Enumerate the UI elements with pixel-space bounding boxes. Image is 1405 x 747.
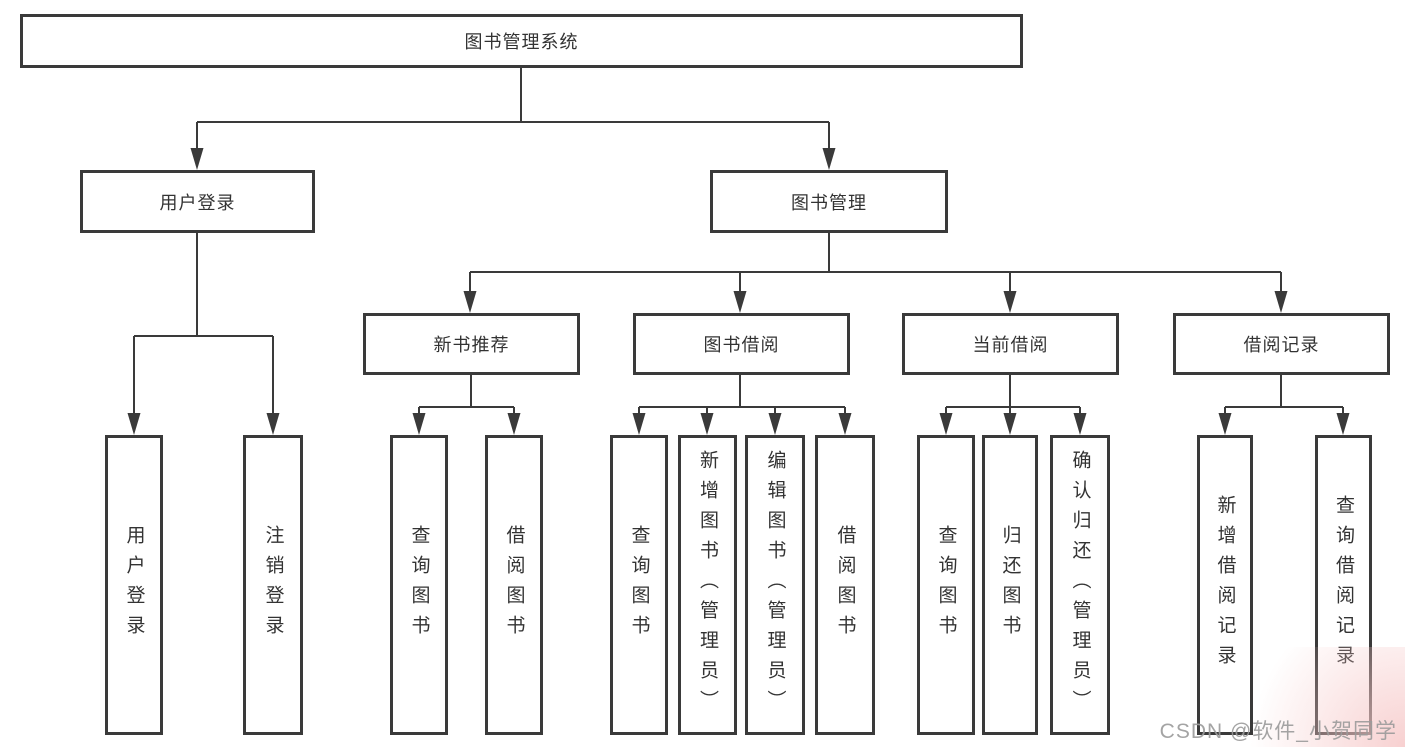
leaf-query-books-1: 查询图书 xyxy=(390,435,448,735)
leaf-edit-books-admin: 编辑图书（管理员） xyxy=(745,435,805,735)
leaf-logout: 注销登录 xyxy=(243,435,303,735)
node-current-borrow: 当前借阅 xyxy=(902,313,1119,375)
node-borrow-records-label: 借阅记录 xyxy=(1243,335,1320,355)
node-book-borrow-label: 图书借阅 xyxy=(703,335,780,355)
leaf-query-books-2: 查询图书 xyxy=(610,435,668,735)
node-new-book-recommend: 新书推荐 xyxy=(363,313,580,375)
leaf-user-login: 用户登录 xyxy=(105,435,163,735)
node-borrow-records: 借阅记录 xyxy=(1173,313,1390,375)
node-current-borrow-label: 当前借阅 xyxy=(972,335,1049,355)
leaf-query-borrow-record: 查询借阅记录 xyxy=(1315,435,1372,735)
node-root: 图书管理系统 xyxy=(20,14,1023,68)
node-book-borrow: 图书借阅 xyxy=(633,313,850,375)
leaf-add-borrow-record: 新增借阅记录 xyxy=(1197,435,1253,735)
watermark: CSDN @软件_小贺同学 xyxy=(1159,720,1397,743)
node-book-management-label: 图书管理 xyxy=(791,192,867,213)
leaf-return-books: 归还图书 xyxy=(982,435,1038,735)
arrowheads xyxy=(127,148,1350,435)
node-user-login-label: 用户登录 xyxy=(159,192,236,213)
node-book-management: 图书管理 xyxy=(710,170,948,233)
leaf-query-books-3: 查询图书 xyxy=(917,435,975,735)
node-user-login: 用户登录 xyxy=(80,170,315,233)
node-root-label: 图书管理系统 xyxy=(464,32,579,52)
node-new-book-recommend-label: 新书推荐 xyxy=(433,335,510,355)
leaf-add-books-admin: 新增图书（管理员） xyxy=(678,435,737,735)
leaf-borrow-books-2: 借阅图书 xyxy=(815,435,875,735)
leaf-borrow-books-1: 借阅图书 xyxy=(485,435,543,735)
leaf-confirm-return-admin: 确认归还（管理员） xyxy=(1050,435,1110,735)
